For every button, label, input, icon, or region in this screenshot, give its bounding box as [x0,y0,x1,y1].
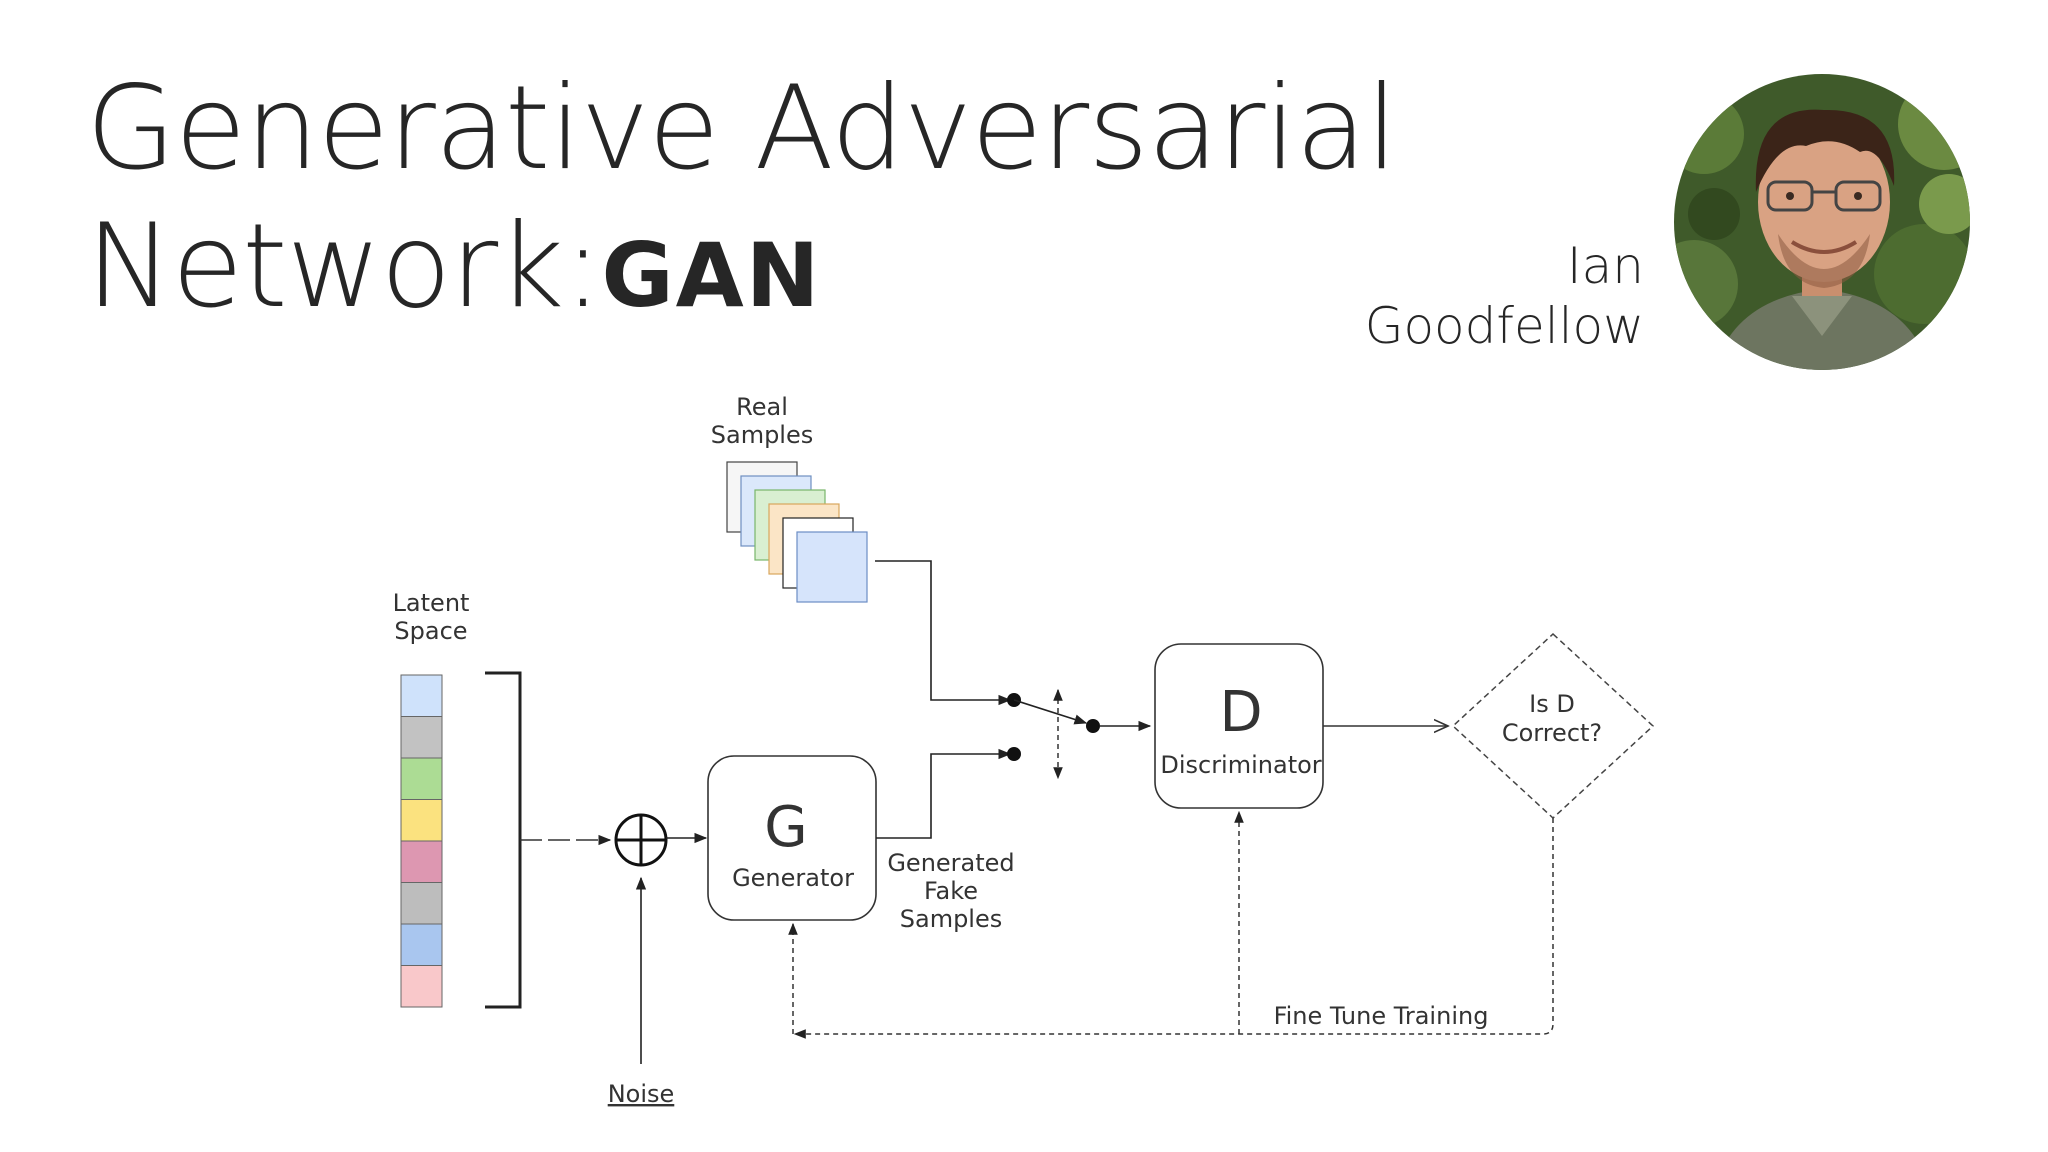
real-samples-stack [726,461,868,603]
fake-samples-label-line1: Generated [887,849,1014,877]
title-line-1: Generative Adversarial [86,61,1398,196]
latent-space-vector [400,674,443,1008]
noise-label: Noise [608,1080,675,1108]
latent-cell [400,757,443,800]
decision-label-line2: Correct? [1502,719,1602,747]
latent-cell [400,674,443,717]
fake-samples-label-line3: Samples [900,905,1003,933]
title-abbreviation: GAN [601,224,822,327]
real-samples-label-line2: Samples [711,421,814,449]
discriminator-label: Discriminator [1160,751,1321,779]
discriminator-letter: D [1219,680,1262,745]
real-samples-label-line1: Real [736,393,788,421]
person-last-name: Goodfellow [1364,297,1644,355]
slide-title: Generative Adversarial Network:GAN [86,60,1398,345]
fake-samples-label-line2: Fake [924,877,978,905]
decision-label-line1: Is D [1529,690,1575,718]
latent-space-label-line1: Latent [393,589,470,617]
noise-sum-node [614,813,668,867]
latent-space-label-line2: Space [394,617,467,645]
title-line-2: Network:GAN [86,198,1397,345]
latent-cell [400,716,443,759]
latent-space-bracket [485,671,522,1009]
generator-label: Generator [732,864,854,892]
latent-cell [400,840,443,883]
person-first-name: Ian [1566,237,1644,295]
real-samples-path [875,560,1012,706]
latent-cell [400,799,443,842]
feedback-label: Fine Tune Training [1274,1002,1489,1030]
person-name: Ian Goodfellow [1365,236,1644,356]
fake-samples-path [876,748,1012,839]
sample-selector-switch [1007,688,1100,780]
title-separator: : [563,199,602,334]
latent-cell [400,923,443,966]
generator-letter: G [764,795,807,860]
title-network-word: Network [86,199,564,334]
latent-cell [400,965,443,1008]
latent-cell [400,882,443,925]
